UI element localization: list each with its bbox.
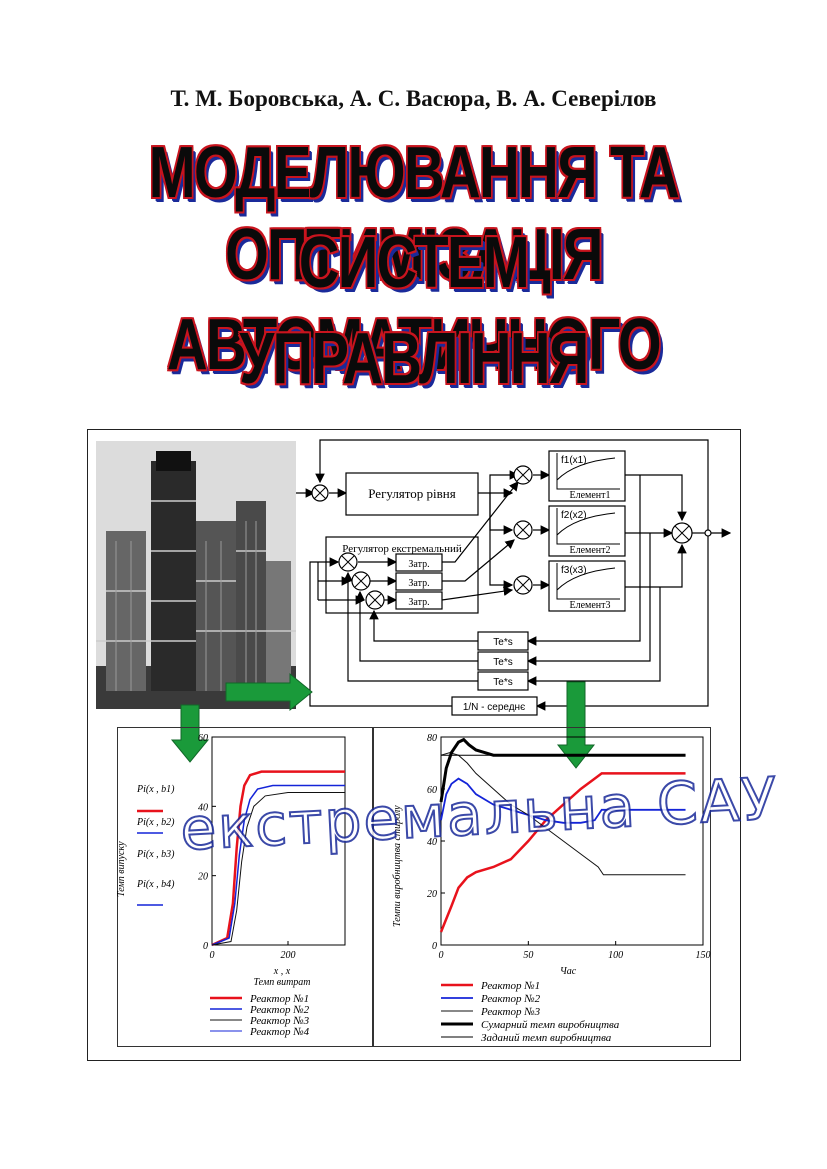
left-xtick-label: 200 — [281, 950, 296, 961]
right-ytick-label: 40 — [427, 837, 437, 848]
right-ytick-label: 20 — [427, 889, 437, 900]
right-xtick-label: 50 — [523, 950, 533, 961]
right-series-2-line — [440, 777, 686, 824]
chart-right: 0 20 40 60 80 0 50 100 150 Темпи виробництва сти… — [392, 733, 711, 1044]
legend-entry: Сумарний темп виробництва — [481, 1019, 620, 1031]
delay-3-label: Затр. — [408, 597, 429, 608]
legend-label-b3: Pi(x , b3) — [136, 849, 175, 860]
right-series-3-line — [440, 752, 686, 876]
delay-2-label: Затр. — [408, 578, 429, 589]
delay-1-label: Затр. — [408, 559, 429, 570]
f3-label: f3(x3) — [561, 565, 587, 576]
left-plot-area — [211, 736, 346, 946]
legend-entry: Реактор №4 — [249, 1026, 310, 1038]
right-ytick-label: 80 — [427, 733, 437, 744]
left-series-1-line — [211, 770, 345, 947]
left-series-3-line — [211, 791, 345, 946]
right-series-1-line — [439, 772, 686, 933]
left-ylabel: Темп випуску — [117, 841, 127, 897]
right-xtick-label: 0 — [439, 950, 444, 961]
authors: Т. М. Боровська, А. С. Васюра, В. А. Сев… — [170, 86, 657, 111]
te-3-label: Te*s — [493, 677, 512, 688]
extremal-regulator-label: Регулятор екстремальний — [342, 543, 462, 555]
legend-entry: Реактор №2 — [249, 1004, 310, 1016]
title-line-1: МОДЕЛЮВАННЯ ТА ОПТИМІЗАЦІЯ — [148, 133, 680, 295]
right-ylabel: Темпи виробництва стиролу — [392, 805, 403, 927]
title-line-3: УПРАВЛІННЯ — [239, 319, 589, 399]
te-1-label: Te*s — [493, 637, 512, 648]
arrow-down-left-icon — [170, 704, 210, 763]
element-1-label: Елемент1 — [569, 490, 610, 501]
left-xtick-label: 0 — [210, 950, 215, 961]
left-ytick-label: 40 — [198, 802, 208, 813]
left-xlabel2: Темп витрат — [253, 977, 310, 988]
cover-illustration-frame — [87, 429, 741, 1061]
legend-entry: Заданий темп виробництва — [481, 1032, 612, 1044]
legend-label-b4: Pi(x , b4) — [136, 879, 175, 890]
legend-entry: Реактор №1 — [249, 993, 309, 1005]
legend-entry: Реактор №2 — [480, 993, 541, 1005]
left-chart-panel — [117, 727, 373, 1047]
right-xtick-label: 150 — [696, 950, 711, 961]
f1-label: f1(x1) — [561, 455, 587, 466]
legend-label-b2: Pi(x , b2) — [136, 817, 175, 828]
right-xtick-label: 100 — [608, 950, 623, 961]
title-line-2: СИСТЕМ АВТОМАТИЧНОГО — [167, 223, 662, 385]
right-ytick-label: 0 — [432, 941, 437, 952]
f2-label: f2(x2) — [561, 510, 587, 521]
te-2-label: Te*s — [493, 657, 512, 668]
legend-entry: Реактор №3 — [480, 1006, 541, 1018]
legend-label-b1: Pi(x , b1) — [136, 784, 175, 795]
left-ytick-label: 0 — [203, 941, 208, 952]
element-3-label: Елемент3 — [569, 600, 610, 611]
left-ytick-label: 20 — [198, 872, 208, 883]
legend-entry: Реактор №1 — [480, 980, 540, 992]
green-arrows — [170, 672, 596, 769]
element-2-label: Елемент2 — [569, 545, 610, 556]
left-series-2-line — [211, 784, 345, 946]
legend-entry: Реактор №3 — [249, 1015, 310, 1027]
left-ytick-label: 60 — [198, 733, 208, 744]
right-xlabel: Час — [560, 966, 577, 977]
level-regulator-label: Регулятор рівня — [368, 486, 456, 501]
right-ytick-label: 60 — [427, 785, 437, 796]
arrow-right-icon — [225, 672, 313, 712]
chart-left: 0 20 40 60 0 200 Темп випуску x , x Темп витр… — [117, 733, 346, 1038]
factory-photo — [96, 441, 296, 709]
average-label: 1/N - середнє — [463, 702, 525, 713]
right-chart-panel — [373, 727, 711, 1047]
left-xlabel: x , x — [273, 966, 291, 977]
